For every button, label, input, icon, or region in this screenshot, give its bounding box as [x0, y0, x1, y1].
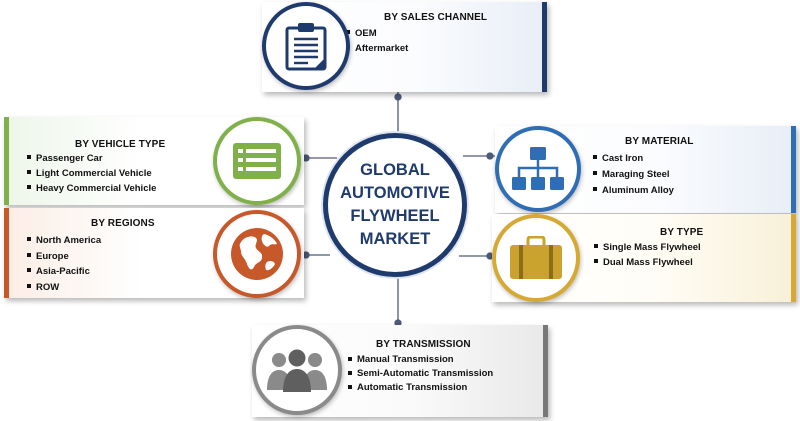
segment-list: Single Mass Flywheel Dual Mass Flywheel: [594, 240, 701, 270]
list-item: Heavy Commercial Vehicle: [27, 181, 156, 196]
list-item: Passenger Car: [27, 151, 156, 166]
list-item: Aftermarket: [346, 41, 408, 56]
segment-list: OEM Aftermarket: [346, 26, 408, 56]
clipboard-icon: [262, 2, 350, 90]
center-hub: GLOBAL AUTOMOTIVE FLYWHEEL MARKET: [323, 133, 467, 277]
segment-title: BY MATERIAL: [625, 136, 694, 147]
connector-dot: [486, 152, 494, 160]
globe-icon: [213, 210, 301, 298]
list-item: North America: [27, 233, 101, 249]
list-icon: [213, 117, 301, 205]
list-item: OEM: [346, 26, 408, 41]
list-item: Dual Mass Flywheel: [594, 255, 701, 270]
segment-list: North America Europe Asia-Pacific ROW: [27, 233, 101, 295]
segment-title: BY TRANSMISSION: [376, 339, 471, 350]
connector-dot: [394, 93, 402, 101]
segment-list: Cast Iron Maraging Steel Aluminum Alloy: [593, 151, 674, 199]
list-item: Maraging Steel: [593, 167, 674, 183]
list-item: Single Mass Flywheel: [594, 240, 701, 255]
segment-title: BY TYPE: [660, 227, 704, 238]
segment-title: BY SALES CHANNEL: [384, 12, 488, 23]
list-item: Asia-Pacific: [27, 264, 101, 280]
list-item: Cast Iron: [593, 151, 674, 167]
segment-title: BY REGIONS: [91, 218, 155, 229]
briefcase-icon: [492, 214, 580, 302]
hierarchy-icon: [495, 126, 581, 212]
people-icon: [252, 325, 342, 415]
list-item: ROW: [27, 280, 101, 296]
center-title: GLOBAL AUTOMOTIVE FLYWHEEL MARKET: [340, 161, 450, 248]
list-item: Automatic Transmission: [348, 381, 493, 395]
list-item: Europe: [27, 249, 101, 265]
segment-title: BY VEHICLE TYPE: [75, 139, 166, 150]
segment-list: Passenger Car Light Commercial Vehicle H…: [27, 151, 156, 196]
list-item: Light Commercial Vehicle: [27, 166, 156, 181]
list-item: Aluminum Alloy: [593, 183, 674, 199]
segment-list: Manual Transmission Semi-Automatic Trans…: [348, 353, 493, 395]
list-item: Semi-Automatic Transmission: [348, 367, 493, 381]
list-item: Manual Transmission: [348, 353, 493, 367]
